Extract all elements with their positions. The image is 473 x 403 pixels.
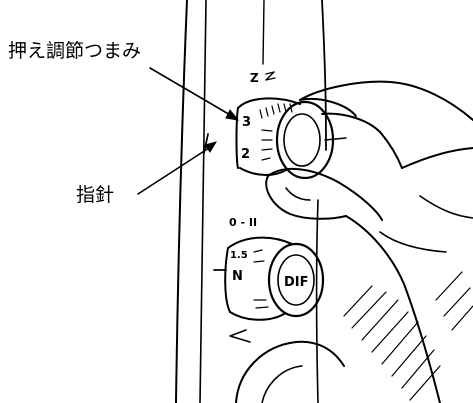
lower-dial-knob-label: DIF	[284, 275, 309, 290]
pointer-label: 指針	[76, 184, 115, 206]
pointer-leader-arrowhead	[204, 141, 218, 153]
upper-dial-top-mark: Z	[250, 71, 259, 85]
lower-dial-top-mark: 0 - II	[229, 216, 257, 229]
machine-body	[175, 0, 347, 403]
lower-dial: 0 - II 1.5 N DIF	[213, 216, 325, 321]
upper-dial: Z 3 2	[235, 71, 335, 180]
callout-leaders	[137, 67, 240, 195]
lower-dial-number-n: N	[232, 269, 243, 284]
upper-dial-number-2: 2	[241, 147, 250, 162]
top-pointer-line	[262, 0, 265, 65]
presser-leader-line	[149, 67, 233, 117]
presser-adjust-knob-label: 押え調節つまみ	[8, 40, 142, 62]
upper-dial-number-3: 3	[242, 115, 251, 130]
bottom-knob	[235, 340, 345, 403]
lower-dial-number-1-5: 1.5	[230, 250, 248, 261]
triangle-mark	[229, 329, 251, 343]
presser-leader-arrowhead	[225, 109, 240, 121]
pointer-leader-line	[137, 145, 213, 195]
hand	[265, 80, 473, 403]
